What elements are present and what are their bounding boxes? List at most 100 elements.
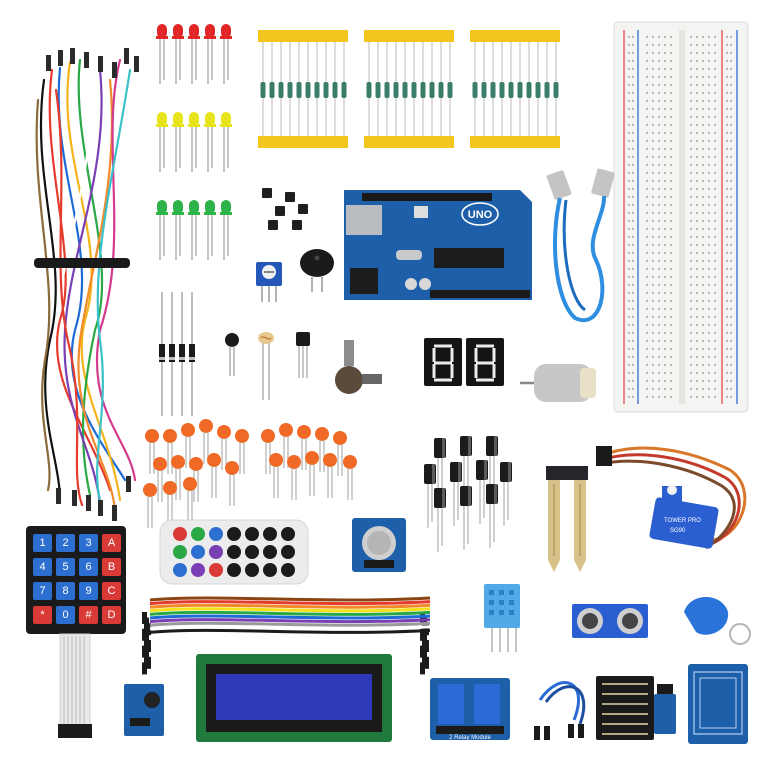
- resistor: [544, 82, 550, 98]
- keypad-key: [102, 582, 121, 600]
- ceramic-capacitor: [269, 453, 283, 498]
- buzzer: [300, 249, 334, 292]
- keypad-key: [79, 534, 98, 552]
- remote-button: [227, 545, 241, 559]
- resistor: [402, 82, 408, 98]
- remote-button: [209, 545, 223, 559]
- keypad-key-label: 1: [39, 537, 45, 549]
- keypad-key-label: 9: [85, 585, 91, 597]
- resistor: [553, 82, 559, 98]
- ceramic-capacitor: [163, 429, 177, 474]
- resistor: [393, 82, 399, 98]
- keypad-key-label: 0: [62, 609, 68, 621]
- diodes: [159, 292, 195, 416]
- relay-label-text: 2 Relay Module: [449, 735, 491, 741]
- dht11-sensor: [484, 584, 520, 652]
- ceramic-capacitor: [207, 453, 221, 498]
- red-led-row: [156, 24, 232, 84]
- resistor: [323, 82, 329, 98]
- servo-model-text: SG90: [670, 528, 686, 534]
- rtc-module: [352, 518, 406, 572]
- remote-button: [263, 563, 277, 577]
- resistor: [517, 82, 523, 98]
- resistor-strip: [470, 30, 560, 148]
- resistor: [420, 82, 426, 98]
- dc-motor: [520, 364, 596, 402]
- trimmer-potentiometer: [256, 262, 282, 302]
- remote-button: [281, 545, 295, 559]
- resistor: [314, 82, 320, 98]
- ceramic-capacitor: [163, 481, 177, 526]
- keypad-key: [33, 606, 52, 624]
- resistor: [260, 82, 266, 98]
- ceramic-capacitor: [183, 477, 197, 522]
- electrolytic-capacitor: [424, 464, 436, 528]
- led: [172, 200, 184, 260]
- resistor-strip: [258, 30, 348, 148]
- led: [220, 200, 232, 260]
- led: [204, 24, 216, 84]
- keypad-key: [56, 534, 75, 552]
- remote-button: [173, 545, 187, 559]
- ir-receiver: [296, 332, 310, 378]
- remote-button: [191, 545, 205, 559]
- resistor-strips: [258, 30, 560, 148]
- rfid-reader-board: [688, 664, 748, 744]
- remote-button: [245, 563, 259, 577]
- ir-remote: [159, 519, 309, 585]
- keypad-key-label: #: [85, 609, 92, 621]
- resistor: [269, 82, 275, 98]
- remote-button: [173, 563, 187, 577]
- resistor: [384, 82, 390, 98]
- electrolytic-capacitor: [450, 462, 462, 526]
- resistor: [278, 82, 284, 98]
- remote-button: [209, 527, 223, 541]
- keypad-key: [56, 606, 75, 624]
- diode: [189, 292, 195, 416]
- remote-button: [173, 527, 187, 541]
- yellow-led-row: [156, 112, 232, 172]
- resistor: [508, 82, 514, 98]
- led: [204, 112, 216, 172]
- ceramic-capacitors: [143, 419, 357, 528]
- ribbon-wire: [149, 628, 431, 634]
- ribbon-wire: [149, 600, 431, 606]
- keypad-key-label: 2: [62, 537, 68, 549]
- electrolytic-capacitor: [486, 436, 498, 500]
- arduino-uno-board: UNO: [344, 190, 532, 300]
- keypad-key: [56, 582, 75, 600]
- resistor: [341, 82, 347, 98]
- ceramic-capacitor: [235, 429, 249, 474]
- led: [188, 24, 200, 84]
- keypad-key-label: 4: [39, 561, 45, 573]
- tactile-switches: [262, 188, 308, 230]
- ceramic-capacitor: [279, 423, 293, 468]
- remote-button: [245, 545, 259, 559]
- dupont-ribbon-cable: [142, 596, 431, 675]
- ceramic-capacitor: [153, 457, 167, 502]
- usb-cable: [546, 168, 615, 323]
- keypad-key: [56, 558, 75, 576]
- led: [204, 200, 216, 260]
- ceramic-capacitor: [225, 461, 239, 506]
- ribbon-wire: [149, 614, 431, 620]
- relay-module: 2 Relay Module: [430, 678, 510, 741]
- ceramic-capacitor: [287, 455, 301, 500]
- keypad-key: [79, 606, 98, 624]
- ceramic-capacitor: [305, 451, 319, 496]
- rotary-potentiometer: [335, 340, 382, 394]
- remote-button: [191, 563, 205, 577]
- seven-segment-displays: [424, 338, 504, 386]
- ceramic-capacitor: [143, 483, 157, 528]
- photoresistor: [258, 332, 274, 400]
- keypad-key-label: 3: [85, 537, 91, 549]
- keypad-key: [33, 582, 52, 600]
- electrolytic-capacitor: [460, 486, 472, 550]
- ribbon-wire: [149, 596, 431, 602]
- led: [172, 112, 184, 172]
- keypad-key-label: B: [108, 561, 115, 573]
- electrolytic-capacitor: [476, 460, 488, 524]
- resistor: [481, 82, 487, 98]
- ceramic-capacitor: [315, 427, 329, 472]
